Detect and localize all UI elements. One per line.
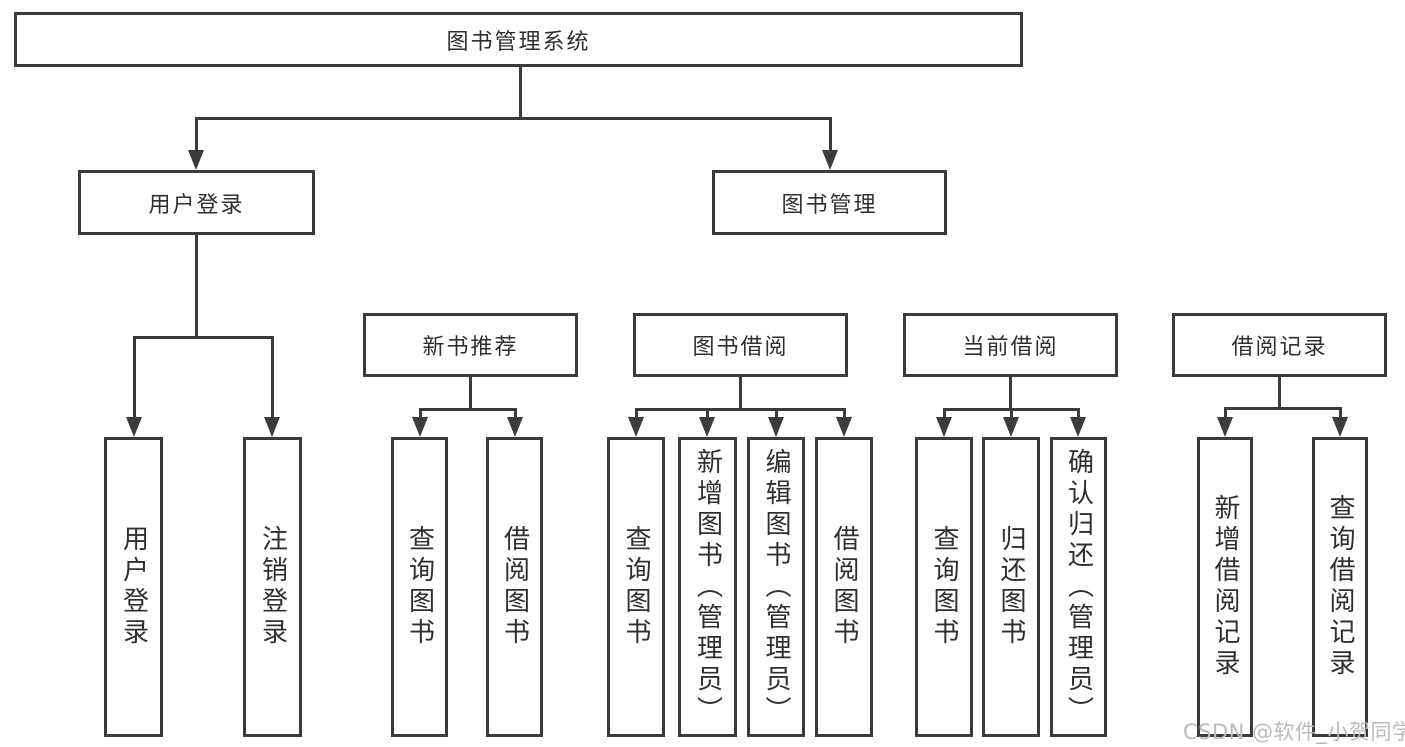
arrow-down-icon bbox=[1003, 417, 1019, 437]
connector-stub-line bbox=[738, 377, 742, 411]
node-query-borrowing-record: 查询借阅记录 bbox=[1312, 437, 1368, 737]
node-borrow-books-recommend: 借阅图书 bbox=[486, 437, 543, 737]
arrow-down-icon bbox=[822, 150, 838, 170]
arrow-down-icon bbox=[699, 417, 715, 437]
connector-arrow-shaft bbox=[418, 408, 422, 418]
connector-arrow-shaft bbox=[842, 408, 846, 418]
connector-bar-line bbox=[194, 117, 832, 120]
arrow-down-icon bbox=[628, 417, 644, 437]
node-add-book-admin: 新增图书（管理员） bbox=[678, 437, 737, 737]
arrow-down-icon bbox=[1217, 417, 1233, 437]
node-user-login: 用户登录 bbox=[78, 170, 315, 235]
node-borrow-books-borrowing: 借阅图书 bbox=[815, 437, 873, 737]
node-book-management: 图书管理 bbox=[712, 170, 947, 235]
node-query-books-current: 查询图书 bbox=[915, 437, 973, 737]
node-edit-book-admin: 编辑图书（管理员） bbox=[747, 437, 805, 737]
node-logout-action: 注销登录 bbox=[243, 437, 302, 737]
node-book-borrowing: 图书借阅 bbox=[633, 313, 848, 377]
arrow-down-icon bbox=[1070, 417, 1086, 437]
arrow-down-icon bbox=[507, 417, 523, 437]
node-current-borrowing: 当前借阅 bbox=[903, 313, 1118, 377]
connector-arrow-shaft bbox=[1009, 408, 1013, 418]
arrow-down-icon bbox=[768, 417, 784, 437]
arrow-down-icon bbox=[126, 417, 142, 437]
node-return-book: 归还图书 bbox=[982, 437, 1040, 737]
connector-bar-line bbox=[418, 408, 517, 411]
arrow-down-icon bbox=[1332, 417, 1348, 437]
node-new-book-recommendation: 新书推荐 bbox=[363, 313, 578, 377]
connector-arrow-shaft bbox=[774, 408, 778, 418]
arrow-down-icon bbox=[936, 417, 952, 437]
node-query-books-recommend: 查询图书 bbox=[391, 437, 448, 737]
connector-arrow-shaft bbox=[1223, 407, 1227, 418]
connector-stub-line bbox=[468, 377, 472, 411]
arrow-down-icon bbox=[188, 150, 204, 170]
node-borrowing-records: 借阅记录 bbox=[1172, 313, 1387, 377]
connector-arrow-shaft bbox=[634, 408, 638, 418]
connector-arrow-shaft bbox=[194, 117, 198, 151]
connector-bar-line bbox=[634, 408, 846, 411]
arrow-down-icon bbox=[264, 417, 280, 437]
connector-stub-line bbox=[194, 235, 198, 339]
node-user-login-action: 用户登录 bbox=[104, 437, 163, 737]
arrow-down-icon bbox=[412, 417, 428, 437]
node-confirm-return-admin: 确认归还（管理员） bbox=[1050, 437, 1107, 737]
connector-stub-line bbox=[1277, 377, 1281, 410]
connector-arrow-shaft bbox=[828, 117, 832, 151]
node-add-borrowing-record: 新增借阅记录 bbox=[1197, 437, 1253, 737]
connector-arrow-shaft bbox=[1076, 408, 1080, 418]
connector-arrow-shaft bbox=[942, 408, 946, 418]
connector-bar-line bbox=[1223, 407, 1342, 410]
connector-arrow-shaft bbox=[513, 408, 517, 418]
watermark: CSDN @软件_小贺同学 bbox=[1183, 720, 1405, 744]
connector-arrow-shaft bbox=[132, 336, 136, 418]
connector-arrow-shaft bbox=[1338, 407, 1342, 418]
arrow-down-icon bbox=[836, 417, 852, 437]
connector-arrow-shaft bbox=[270, 336, 274, 418]
connector-stub-line bbox=[1008, 377, 1012, 411]
node-query-books-borrowing: 查询图书 bbox=[607, 437, 665, 737]
node-library-system: 图书管理系统 bbox=[14, 12, 1023, 67]
connector-bar-line bbox=[132, 336, 274, 339]
connector-stub-line bbox=[518, 67, 522, 120]
connector-arrow-shaft bbox=[705, 408, 709, 418]
